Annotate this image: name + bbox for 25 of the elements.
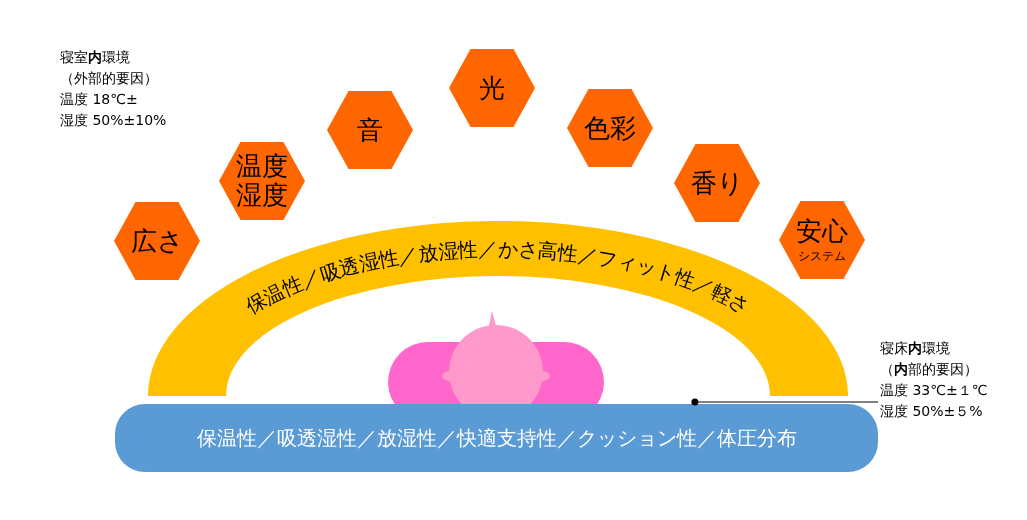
annotation-text: 温度 18℃± [60,90,138,109]
hexagon-label: 光 [479,73,505,103]
hexagon-label: 安心 [796,217,848,246]
arch-label: 保温性／吸透湿性／放湿性／かさ高性／フィット性／軽さ [241,236,755,319]
hexagon [327,91,413,169]
annotation-text: 湿度 50%±５% [880,402,984,421]
hexagon-label: 広さ [130,226,184,256]
annotation-text: （内部的要因） [880,360,979,379]
hexagon-label: 色彩 [584,113,636,143]
hexagon-label: 香り [690,168,744,198]
mattress-label: 保温性／吸透湿性／放湿性／快適支持性／クッション性／体圧分布 [195,424,798,452]
hexagon-subtitle: システム [798,249,846,263]
hexagon [779,201,865,279]
annotation-text: 温度 33℃±１℃ [880,381,989,400]
hexagon [567,89,653,167]
mattress-band [115,404,878,472]
hexagon-label: 音 [357,115,383,145]
hexagon [449,49,535,127]
annotation-heading: 寝床内環境 [880,339,951,358]
annotation-heading: 寝室内環境 [60,48,130,67]
hexagon-label: 温度湿度 [235,152,289,210]
annotation-text: 湿度 50%±10% [60,111,167,130]
leader-line [691,398,879,406]
annotation-text: （外部的要因） [60,69,158,88]
hexagon [114,202,200,280]
